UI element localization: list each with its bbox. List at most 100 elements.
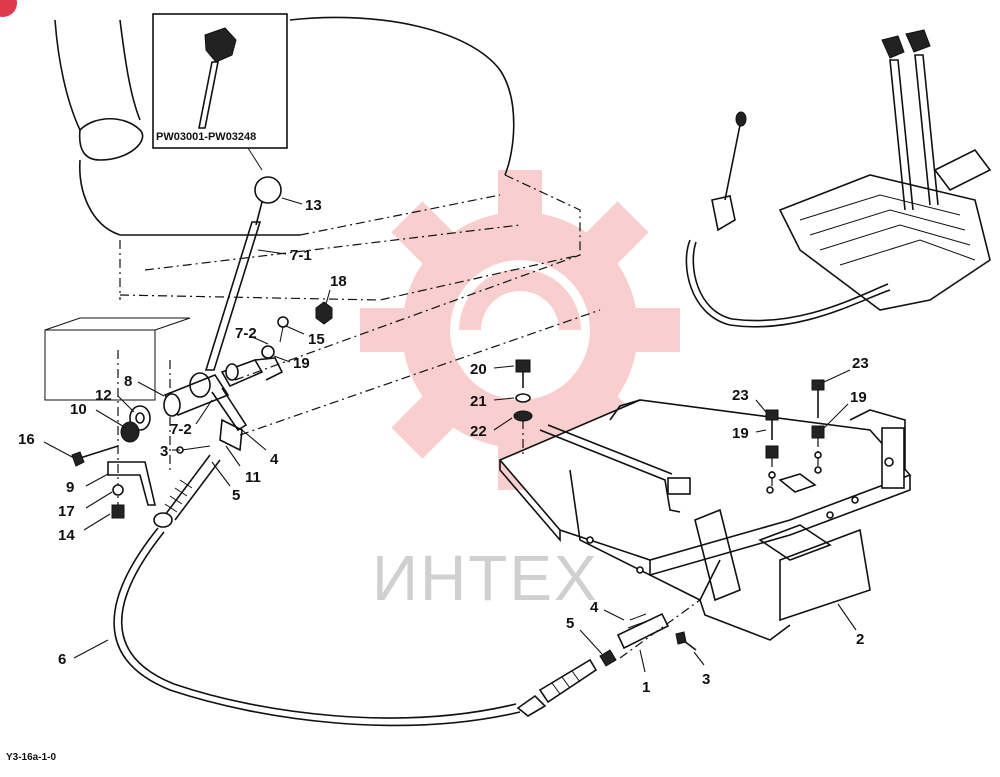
cable-small — [685, 239, 891, 328]
seat-back-edge — [54, 19, 81, 131]
seat-armrest — [78, 118, 144, 161]
inset-box: PW03001-PW03248 — [152, 13, 288, 171]
callout-18: 18 — [330, 273, 347, 290]
inset-knob — [204, 27, 237, 63]
inset-lever — [198, 61, 219, 129]
callout-15: 15 — [308, 331, 325, 348]
arm-bracket — [254, 357, 284, 381]
lever-a — [889, 59, 914, 211]
seat-back-edge — [119, 19, 141, 121]
cable-sheath-outer — [113, 527, 521, 727]
nut-19b — [811, 425, 825, 439]
bolt-20-head — [515, 359, 531, 373]
seat-cushion-top — [289, 16, 515, 176]
callout-6: 6 — [58, 651, 66, 668]
callout-9: 9 — [66, 479, 74, 496]
stud — [884, 457, 894, 467]
rod-block — [667, 477, 691, 495]
watermark-text: ИНТЕХ — [372, 542, 599, 614]
pedal — [933, 148, 992, 192]
small-lever-knob — [735, 111, 747, 127]
cable-end-thread-marks — [551, 670, 581, 695]
callout-22: 22 — [470, 423, 487, 440]
watermark-inner-arc — [459, 269, 581, 331]
callout-13: 13 — [305, 197, 322, 214]
callout-5-left: 5 — [232, 487, 240, 504]
callout-20: 20 — [470, 361, 487, 378]
cable-clamp — [219, 418, 243, 452]
callout-8: 8 — [124, 373, 132, 390]
bolt-head — [277, 316, 289, 328]
bolt-shank — [279, 326, 284, 343]
base-plate-top — [498, 399, 912, 561]
seat-console-box — [44, 329, 156, 401]
bolt-23a-head — [765, 409, 779, 421]
hole — [636, 566, 644, 574]
seat-console-top — [44, 317, 191, 331]
lever-rod — [204, 221, 262, 371]
callout-19-middle: 19 — [732, 425, 749, 442]
lever-b — [914, 54, 939, 206]
callout-11: 11 — [245, 469, 261, 486]
seat-base-line — [119, 294, 381, 301]
cable-sheath-inner — [121, 531, 517, 719]
callout-7-2-lower: 7-2 — [170, 421, 192, 438]
callout-14: 14 — [58, 527, 75, 544]
callout-3-right: 3 — [702, 671, 710, 688]
screw — [111, 504, 125, 519]
inset-pointer — [247, 147, 263, 171]
plate-corner — [609, 399, 641, 421]
base-flange — [849, 409, 906, 470]
callout-12: 12 — [95, 387, 112, 404]
slot — [778, 473, 817, 493]
side-plate — [694, 508, 741, 602]
lever-b-grip — [905, 29, 931, 53]
watermark-gear-tooth — [360, 308, 410, 352]
valve-body — [778, 174, 991, 311]
lever-a-grip — [881, 35, 905, 59]
lever-pivot — [189, 372, 211, 398]
callout-23-left: 23 — [732, 387, 749, 404]
callout-7-2-upper: 7-2 — [235, 325, 257, 342]
seat-base-line — [144, 224, 521, 271]
bracket-fasteners — [513, 359, 825, 490]
cable-fitting — [153, 512, 173, 528]
callout-labels: 13 7-1 18 15 7-2 19 8 12 10 16 7-2 3 4 1… — [18, 197, 869, 696]
valve-detail — [799, 194, 976, 266]
bushing — [163, 393, 181, 417]
shift-lever-assembly — [71, 176, 333, 528]
cable-end-thread — [538, 658, 598, 704]
cable-end-fitting — [516, 694, 547, 717]
nut-19a — [765, 445, 779, 459]
base-box — [779, 528, 871, 622]
seat-floor-line — [234, 254, 581, 381]
base-plate-edge — [499, 460, 561, 543]
cable-end-nut — [599, 649, 617, 667]
callout-19-left: 19 — [293, 355, 310, 372]
callout-16: 16 — [18, 431, 35, 448]
control-cable — [113, 527, 617, 727]
callout-4-left: 4 — [270, 451, 279, 468]
callout-10: 10 — [70, 401, 87, 418]
washer-22 — [513, 410, 533, 422]
base-wall — [699, 599, 791, 641]
callout-1: 1 — [642, 679, 650, 696]
callout-5-right: 5 — [566, 615, 574, 632]
rod — [539, 429, 681, 513]
nut — [120, 421, 140, 443]
operator-seat — [44, 16, 601, 520]
lever-link — [211, 387, 248, 432]
watermark-gear-tooth — [498, 170, 542, 220]
bolt-long — [79, 445, 119, 459]
callout-7-1: 7-1 — [290, 247, 312, 264]
base-plate-edge — [649, 475, 911, 577]
washer-lock — [112, 484, 124, 496]
bolt-b-head — [675, 631, 687, 645]
watermark-gear-tooth — [630, 308, 680, 352]
hole — [766, 486, 774, 494]
seat-base-line — [299, 194, 501, 236]
figure-code: Y3-16a-1-0 — [6, 752, 56, 763]
nut-hex — [315, 301, 333, 325]
control-valve-unit — [685, 29, 992, 328]
lever-knob — [254, 176, 282, 204]
